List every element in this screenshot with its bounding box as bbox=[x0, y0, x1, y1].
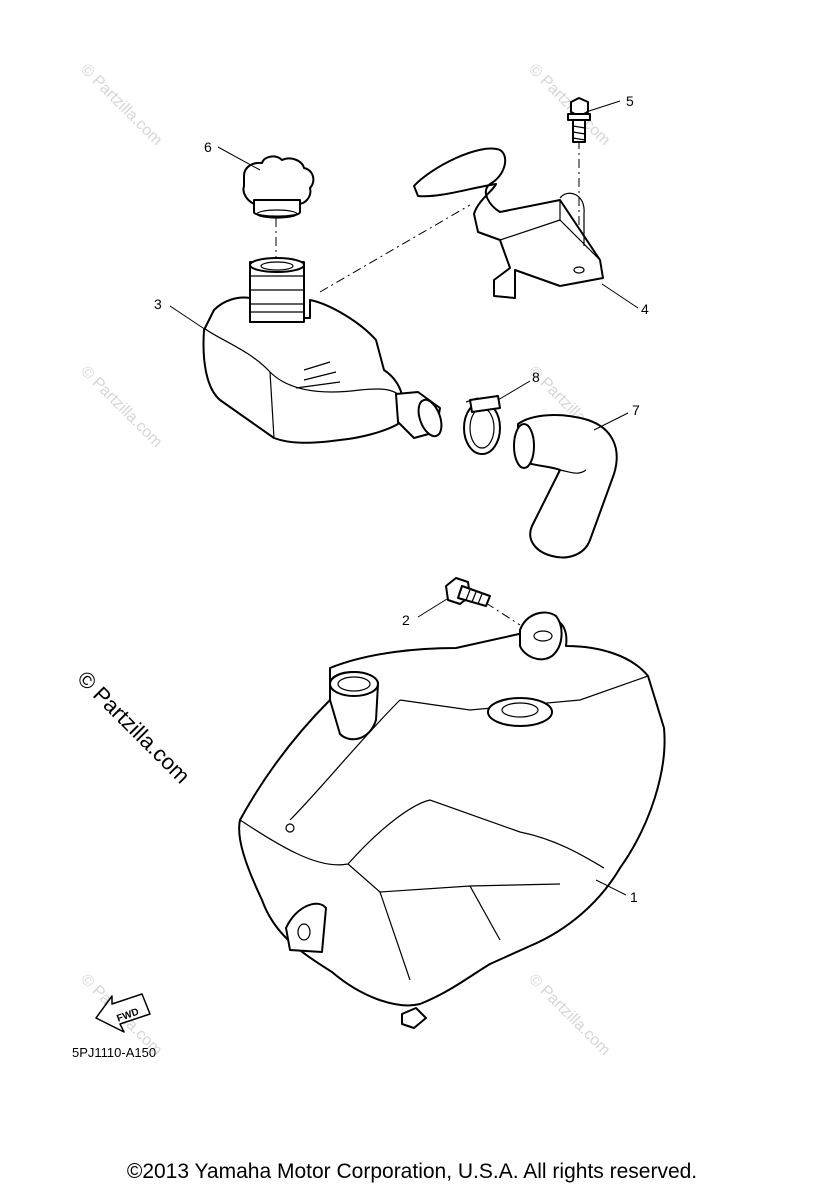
callout-labels: 1 2 3 4 5 6 7 8 bbox=[154, 93, 649, 905]
alignment-line-bolt-2 bbox=[485, 602, 521, 626]
callout-3: 3 bbox=[154, 296, 162, 312]
callout-6: 6 bbox=[204, 139, 212, 155]
callout-leaders bbox=[169, 100, 639, 896]
callout-7: 7 bbox=[632, 402, 640, 418]
leader-1 bbox=[595, 879, 627, 896]
alignment-line-bracket bbox=[319, 204, 471, 293]
fwd-arrow-icon: FWD bbox=[95, 993, 151, 1033]
leader-8 bbox=[497, 380, 531, 401]
leader-2 bbox=[417, 598, 448, 618]
watermark-3: © Partzilla.com bbox=[77, 363, 165, 451]
part-3-tank bbox=[202, 257, 443, 444]
diagram-code: 5PJ1110-A150 bbox=[72, 1045, 156, 1060]
callout-1: 1 bbox=[630, 889, 638, 905]
callout-2: 2 bbox=[402, 612, 410, 628]
callout-4: 4 bbox=[641, 301, 649, 317]
leader-5 bbox=[585, 100, 621, 113]
callout-5: 5 bbox=[626, 93, 634, 109]
part-2-bolt bbox=[445, 577, 491, 607]
watermark-7: © Partzilla.com bbox=[525, 971, 613, 1059]
part-6-cap bbox=[242, 155, 315, 219]
part-1-tank bbox=[238, 611, 666, 1029]
leader-6 bbox=[217, 146, 261, 171]
callout-8: 8 bbox=[532, 369, 540, 385]
leader-3 bbox=[169, 305, 207, 331]
part-4-bracket bbox=[413, 147, 604, 299]
part-5-bolt bbox=[567, 97, 591, 143]
watermark-large: © Partzilla.com bbox=[72, 666, 195, 789]
part-8-clamp bbox=[463, 395, 501, 455]
copyright-notice: ©2013 Yamaha Motor Corporation, U.S.A. A… bbox=[126, 1160, 698, 1183]
watermark-2: © Partzilla.com bbox=[525, 61, 613, 149]
leader-4 bbox=[601, 283, 639, 309]
part-7-hose bbox=[513, 414, 618, 559]
watermark-1: © Partzilla.com bbox=[77, 61, 165, 149]
leader-7 bbox=[593, 412, 629, 431]
